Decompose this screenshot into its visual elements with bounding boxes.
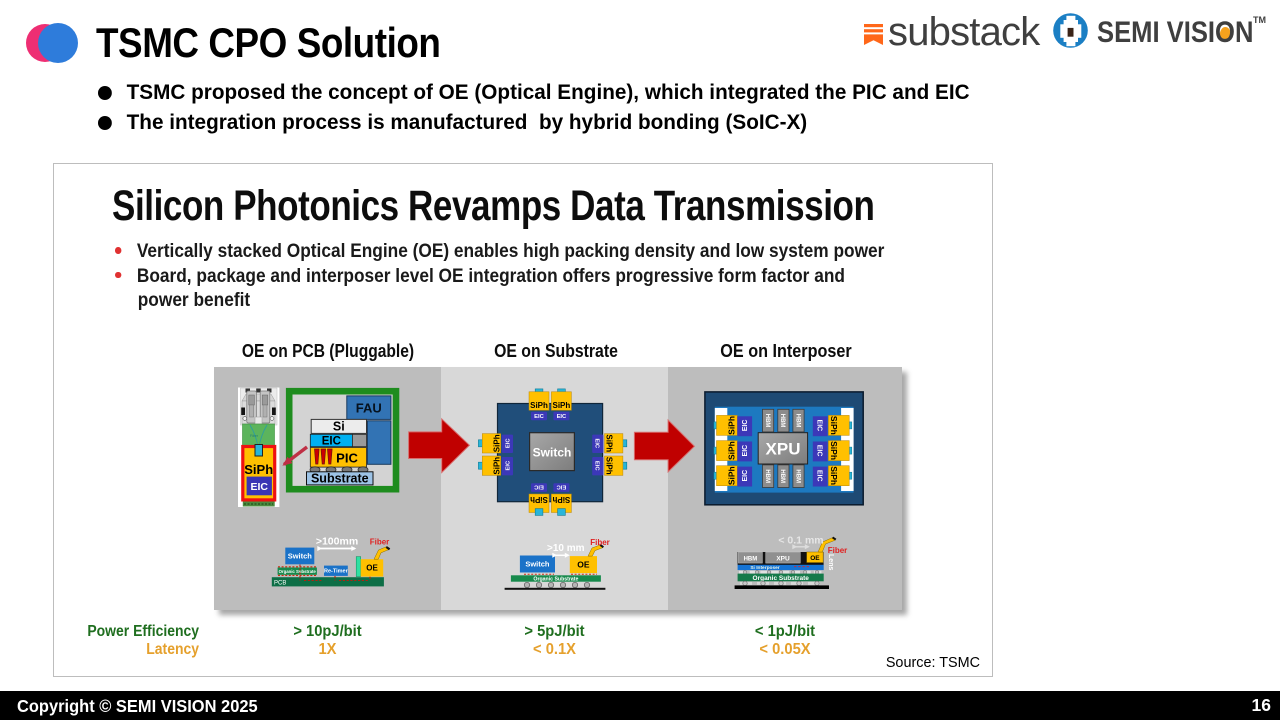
svg-text:EIC: EIC (250, 481, 268, 493)
svg-text:SiPh: SiPh (553, 401, 571, 410)
svg-text:HBM: HBM (779, 414, 785, 428)
svg-text:Fiber: Fiber (250, 434, 259, 438)
svg-text:SiPh: SiPh (605, 434, 614, 452)
svg-text:SiPh: SiPh (727, 441, 737, 460)
svg-text:OE: OE (577, 560, 590, 570)
svg-text:EIC: EIC (594, 438, 600, 448)
svg-text:FAU: FAU (356, 401, 382, 416)
svg-text:EIC: EIC (816, 445, 823, 457)
svg-text:Fiber: Fiber (590, 538, 610, 547)
svg-text:SiPh: SiPh (492, 434, 501, 452)
svg-text:OE: OE (810, 555, 820, 562)
svg-text:EIC: EIC (594, 461, 600, 471)
svg-text:< 0.1 mm: < 0.1 mm (778, 535, 823, 547)
svg-text:EIC: EIC (742, 445, 749, 457)
svg-text:Fiber: Fiber (828, 546, 848, 555)
svg-text:Switch: Switch (533, 445, 572, 459)
svg-text:SiPh: SiPh (829, 466, 839, 485)
svg-text:Organic Substrate: Organic Substrate (533, 576, 578, 582)
svg-text:SiPh: SiPh (530, 495, 548, 504)
svg-text:SiPh: SiPh (727, 416, 737, 435)
svg-text:HBM: HBM (779, 469, 785, 483)
svg-text:HBM: HBM (744, 556, 758, 562)
svg-text:EIC: EIC (742, 420, 749, 432)
svg-text:Organic Substrate: Organic Substrate (279, 569, 317, 574)
svg-text:PIC: PIC (336, 451, 358, 466)
svg-text:SiPh: SiPh (552, 495, 570, 504)
svg-text:SiPh: SiPh (530, 401, 548, 410)
svg-text:EIC: EIC (816, 420, 823, 432)
svg-text:SiPh: SiPh (244, 462, 273, 477)
svg-text:HBM: HBM (764, 414, 770, 428)
svg-text:>10 mm: >10 mm (547, 543, 585, 554)
svg-text:HBM: HBM (794, 469, 800, 483)
svg-text:Si Interposer: Si Interposer (750, 565, 779, 571)
svg-text:Switch: Switch (288, 552, 313, 561)
svg-text:EIC: EIC (506, 460, 512, 470)
svg-text:HBM: HBM (794, 414, 800, 428)
svg-text:Si: Si (333, 420, 345, 434)
svg-text:EIC: EIC (534, 414, 544, 420)
svg-text:OE: OE (366, 564, 378, 573)
svg-text:Organic Substrate: Organic Substrate (753, 575, 810, 582)
svg-text:EIC: EIC (322, 436, 341, 448)
svg-text:Switch: Switch (525, 560, 550, 569)
svg-text:HBM: HBM (764, 469, 770, 483)
svg-text:Fiber: Fiber (370, 538, 390, 547)
svg-text:PCB: PCB (274, 581, 286, 587)
svg-text:XPU: XPU (766, 440, 801, 459)
svg-text:SiPh: SiPh (605, 457, 614, 475)
svg-text:XPU: XPU (776, 555, 790, 562)
svg-text:EIC: EIC (533, 483, 543, 489)
svg-text:Re-Timer: Re-Timer (324, 569, 349, 575)
svg-text:EIC: EIC (506, 438, 512, 448)
svg-text:SiPh: SiPh (829, 441, 839, 460)
svg-text:SiPh: SiPh (829, 416, 839, 435)
svg-text:>100mm: >100mm (316, 536, 358, 548)
svg-text:EIC: EIC (556, 483, 566, 489)
svg-text:EIC: EIC (816, 470, 823, 482)
svg-text:EIC: EIC (557, 414, 567, 420)
svg-text:SiPh: SiPh (727, 466, 737, 485)
svg-text:EIC: EIC (742, 470, 749, 482)
svg-text:SiPh: SiPh (492, 457, 501, 475)
svg-text:Substrate: Substrate (311, 471, 369, 485)
svg-text:Lens: Lens (827, 554, 834, 570)
